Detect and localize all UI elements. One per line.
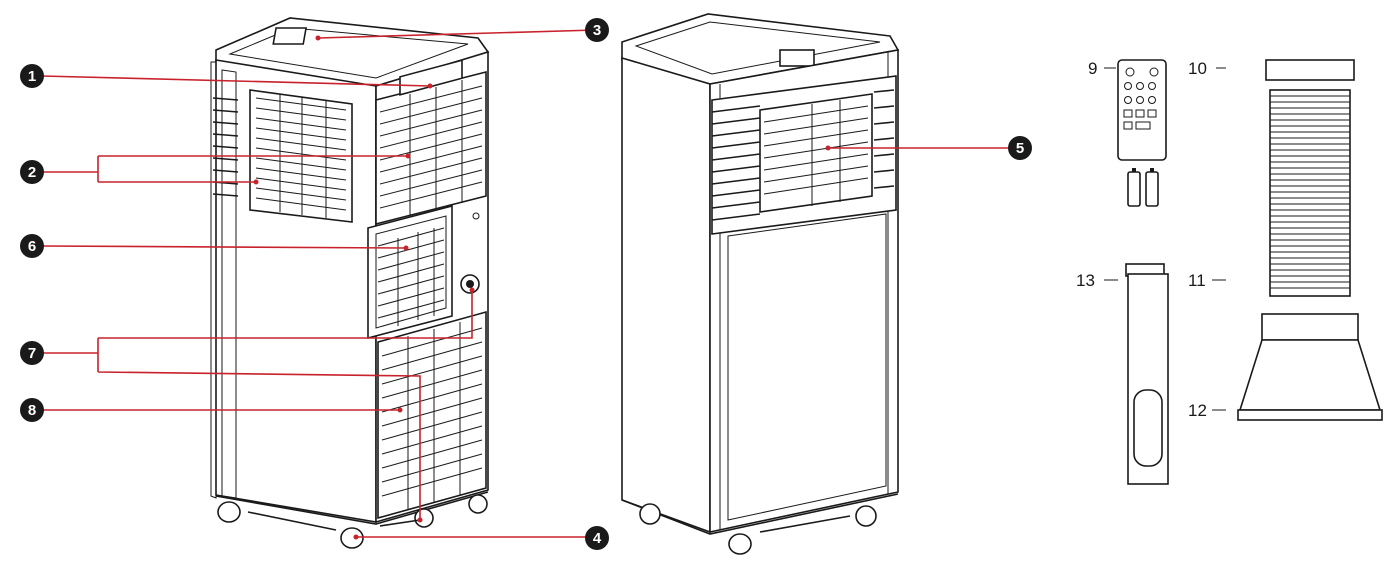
- callout-1-label: 1: [28, 68, 36, 85]
- callout-5: 5: [1008, 136, 1032, 160]
- callout-6: 6: [20, 234, 44, 258]
- hose-connector: [1265, 59, 1355, 81]
- accessory-leaders: [1104, 67, 1226, 411]
- callout-8: 8: [20, 398, 44, 422]
- exhaust-hose: [1269, 89, 1351, 297]
- batteries: [1127, 168, 1159, 207]
- front-view-unit: [621, 13, 900, 555]
- callout-3: 3: [585, 18, 609, 42]
- exhaust-filter-frame: [367, 204, 453, 340]
- front-air-outlet-louvers: [711, 75, 897, 235]
- callout-5-label: 5: [1016, 140, 1024, 157]
- lower-grille: [377, 310, 487, 520]
- callout-10-label: 10: [1188, 59, 1207, 78]
- callout-6-label: 6: [28, 238, 36, 255]
- window-slider: [1125, 263, 1169, 485]
- callout-3-label: 3: [593, 22, 601, 39]
- callout-2-label: 2: [28, 164, 36, 181]
- callout-9-label: 9: [1088, 59, 1097, 78]
- left-side-louvers: [212, 97, 239, 197]
- callout-1: 1: [20, 64, 44, 88]
- callout-4: 4: [585, 526, 609, 550]
- callout-13-label: 13: [1076, 271, 1095, 290]
- callout-12-label: 12: [1188, 401, 1207, 420]
- remote-control: [1117, 59, 1167, 161]
- callout-11-label: 11: [1188, 271, 1206, 290]
- window-adapter: [1237, 313, 1383, 421]
- callout-4-label: 4: [593, 530, 602, 547]
- rear-view-unit: [210, 17, 490, 549]
- leader-lines: [41, 29, 1020, 540]
- callout-7: 7: [20, 341, 44, 365]
- callout-8-label: 8: [28, 402, 36, 419]
- upper-right-grille: [375, 70, 487, 226]
- callout-7-label: 7: [28, 345, 36, 362]
- callout-2: 2: [20, 160, 44, 184]
